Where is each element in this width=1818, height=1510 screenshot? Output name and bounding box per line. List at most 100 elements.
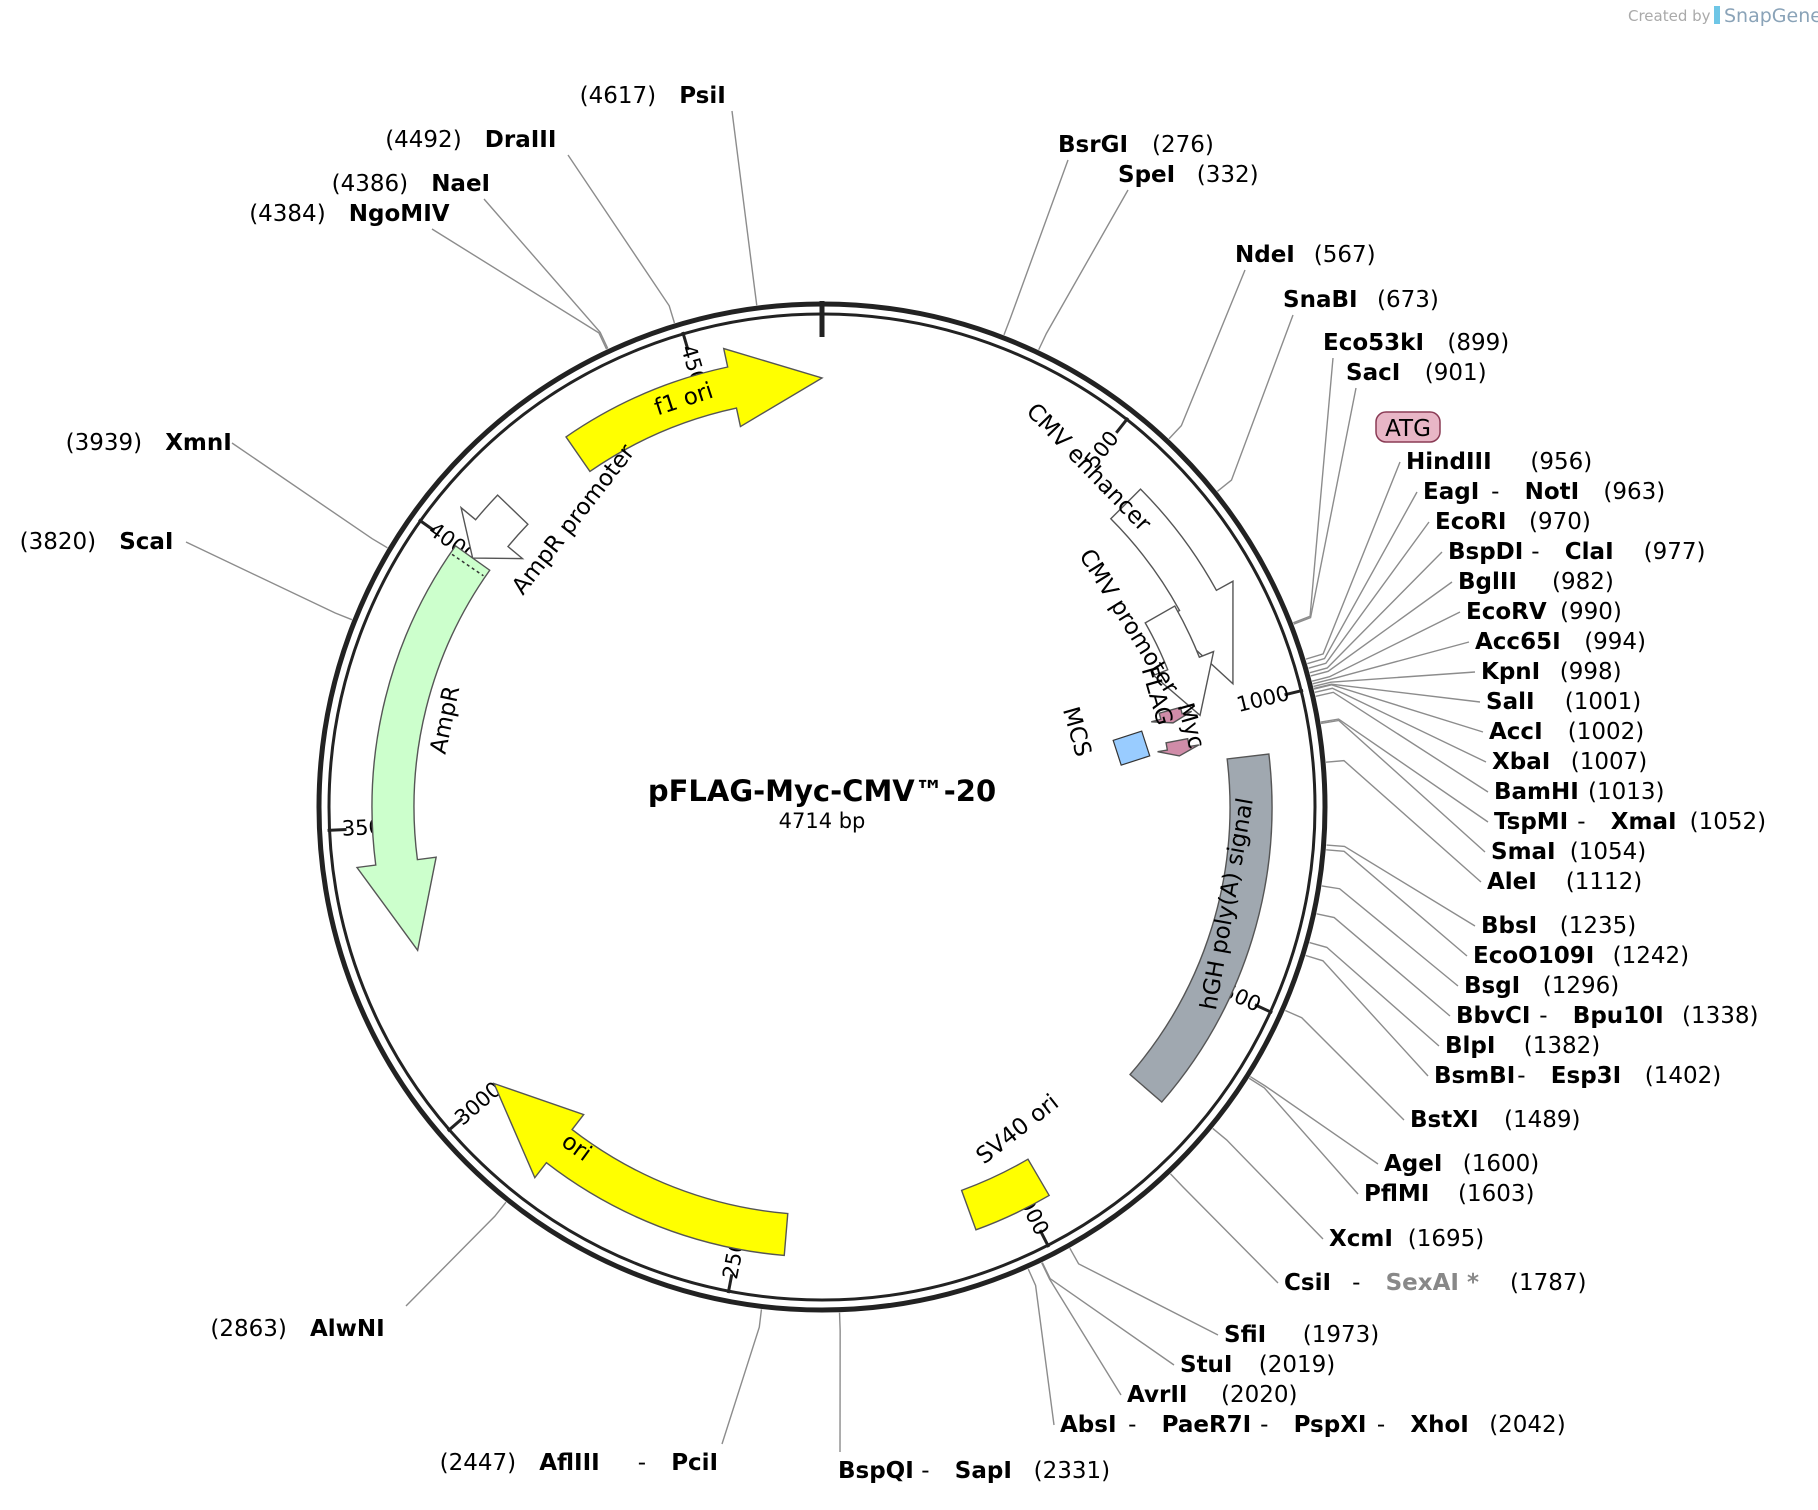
enzyme-name: XbaI xyxy=(1492,749,1550,775)
tick-mark xyxy=(327,828,347,832)
atg-label: ATG xyxy=(1385,416,1431,442)
credit[interactable]: Created by SnapGene xyxy=(1628,5,1818,27)
enzyme-name: ClaI xyxy=(1565,539,1614,565)
enzyme-name: SnaBI xyxy=(1283,287,1358,313)
site-separator: - xyxy=(630,1450,653,1476)
site-label-bglii: BglII (982) xyxy=(1458,569,1614,595)
leader-line xyxy=(721,1309,763,1445)
enzyme-name: BstXI xyxy=(1410,1107,1479,1133)
site-position: (956) xyxy=(1530,449,1592,475)
enzyme-name: XhoI xyxy=(1410,1412,1468,1438)
enzyme-name: BglII xyxy=(1458,569,1517,595)
site-label-psii: (4617)PsiI xyxy=(580,83,726,109)
site-separator: - xyxy=(1345,1270,1368,1296)
leader-line xyxy=(1309,941,1440,1047)
enzyme-name: NgoMIV xyxy=(349,201,450,227)
enzyme-name: Bpu10I xyxy=(1573,1003,1664,1029)
site-label-spei: SpeI (332) xyxy=(1118,162,1259,188)
enzyme-name: BspQI xyxy=(838,1458,914,1484)
enzyme-name: BamHI xyxy=(1494,779,1579,805)
feature-ori xyxy=(492,1082,789,1257)
site-position: (1007) xyxy=(1571,749,1647,775)
feature-ampr-promoter xyxy=(459,494,529,560)
site-position: (276) xyxy=(1152,132,1214,158)
enzyme-name: BbsI xyxy=(1481,913,1537,939)
enzyme-name: TspMI xyxy=(1494,809,1568,835)
site-separator: - xyxy=(1370,1412,1393,1438)
enzyme-name: XmnI xyxy=(165,430,232,456)
enzyme-name: KpnI xyxy=(1481,659,1540,685)
site-position: (1242) xyxy=(1613,943,1689,969)
site-position: (332) xyxy=(1197,162,1259,188)
site-label-bspqi: BspQI - SapI(2331) xyxy=(838,1458,1110,1484)
site-label-bamhi: BamHI(1013) xyxy=(1494,779,1664,805)
tick-label: 1000 xyxy=(1234,681,1292,717)
site-separator: - xyxy=(1524,539,1547,565)
leader-line xyxy=(1313,684,1484,733)
tick-mark xyxy=(418,518,436,532)
site-label-snabi: SnaBI(673) xyxy=(1283,287,1439,313)
enzyme-name: AflIII xyxy=(539,1450,600,1476)
leader-line xyxy=(1212,1127,1324,1240)
tick-mark xyxy=(1254,1003,1273,1015)
enzyme-name: SmaI xyxy=(1491,839,1556,865)
leader-line xyxy=(1320,718,1489,823)
leader-line xyxy=(838,1312,841,1453)
leader-line xyxy=(431,228,608,350)
enzyme-name: PaeR7I xyxy=(1162,1412,1252,1438)
tick-mark xyxy=(446,1117,464,1133)
site-label-bbvci: BbvCI - Bpu10I(1338) xyxy=(1456,1003,1758,1029)
enzyme-name: PspXI xyxy=(1294,1412,1367,1438)
enzyme-name: SacI xyxy=(1346,360,1400,386)
atg-badge: ATG xyxy=(1375,411,1441,443)
enzyme-name: CsiI xyxy=(1284,1270,1331,1296)
enzyme-name: StuI xyxy=(1180,1352,1233,1378)
site-position: (2020) xyxy=(1221,1382,1297,1408)
site-label-pflmi: PflMI(1603) xyxy=(1364,1181,1534,1207)
site-position: (3939) xyxy=(66,430,142,456)
site-label-agei: AgeI(1600) xyxy=(1384,1151,1539,1177)
site-position: (3820) xyxy=(20,529,96,555)
enzyme-name: PflMI xyxy=(1364,1181,1429,1207)
site-label-ngomiv: (4384) NgoMIV xyxy=(249,201,450,227)
feature-label-sv40-ori: SV40 ori xyxy=(972,1090,1064,1170)
leader-line xyxy=(1216,314,1294,492)
leader-line xyxy=(1313,671,1476,688)
leader-line xyxy=(1305,461,1401,660)
leader-line xyxy=(731,110,758,306)
leader-line xyxy=(1321,885,1459,987)
leader-line xyxy=(1168,269,1246,440)
enzyme-name: BlpI xyxy=(1445,1033,1495,1059)
site-label-eagi: EagI - NotI(963) xyxy=(1423,479,1665,505)
leader-line xyxy=(1249,1075,1379,1165)
leader-line xyxy=(1041,1262,1175,1366)
site-position: (2331) xyxy=(1034,1458,1110,1484)
enzyme-name: SexAI * xyxy=(1386,1270,1479,1296)
site-label-blpi: BlpI(1382) xyxy=(1445,1033,1600,1059)
site-position: (963) xyxy=(1603,479,1665,505)
feature-label-mcs: MCS xyxy=(1057,704,1096,760)
feature-f1-ori xyxy=(565,347,824,473)
site-position: (1489) xyxy=(1504,1107,1580,1133)
site-position: (4384) xyxy=(249,201,325,227)
leader-line xyxy=(1169,1173,1279,1284)
leader-line xyxy=(1284,1009,1405,1121)
site-label-absi: AbsI - PaeR7I - PspXI - XhoI(2042) xyxy=(1060,1412,1566,1438)
enzyme-name: BspDI xyxy=(1448,539,1523,565)
enzyme-name: SpeI xyxy=(1118,162,1175,188)
site-position: (1402) xyxy=(1645,1063,1721,1089)
plasmid-name: pFLAG-Myc-CMV™-20 xyxy=(648,774,996,808)
site-label-xcmi: XcmI(1695) xyxy=(1329,1226,1484,1252)
enzyme-name: DraIII xyxy=(485,127,557,153)
site-separator: - xyxy=(914,1458,937,1484)
enzyme-name: EcoRI xyxy=(1435,509,1506,535)
site-position: (982) xyxy=(1552,569,1614,595)
enzyme-name: NotI xyxy=(1525,479,1580,505)
site-separator: - xyxy=(1121,1412,1144,1438)
enzyme-name: AbsI xyxy=(1060,1412,1117,1438)
site-label-bsrgi: BsrGI(276) xyxy=(1058,132,1214,158)
site-label-acci: AccI(1002) xyxy=(1489,719,1644,745)
leader-line xyxy=(1027,1268,1055,1426)
enzyme-name: HindIII xyxy=(1406,449,1492,475)
